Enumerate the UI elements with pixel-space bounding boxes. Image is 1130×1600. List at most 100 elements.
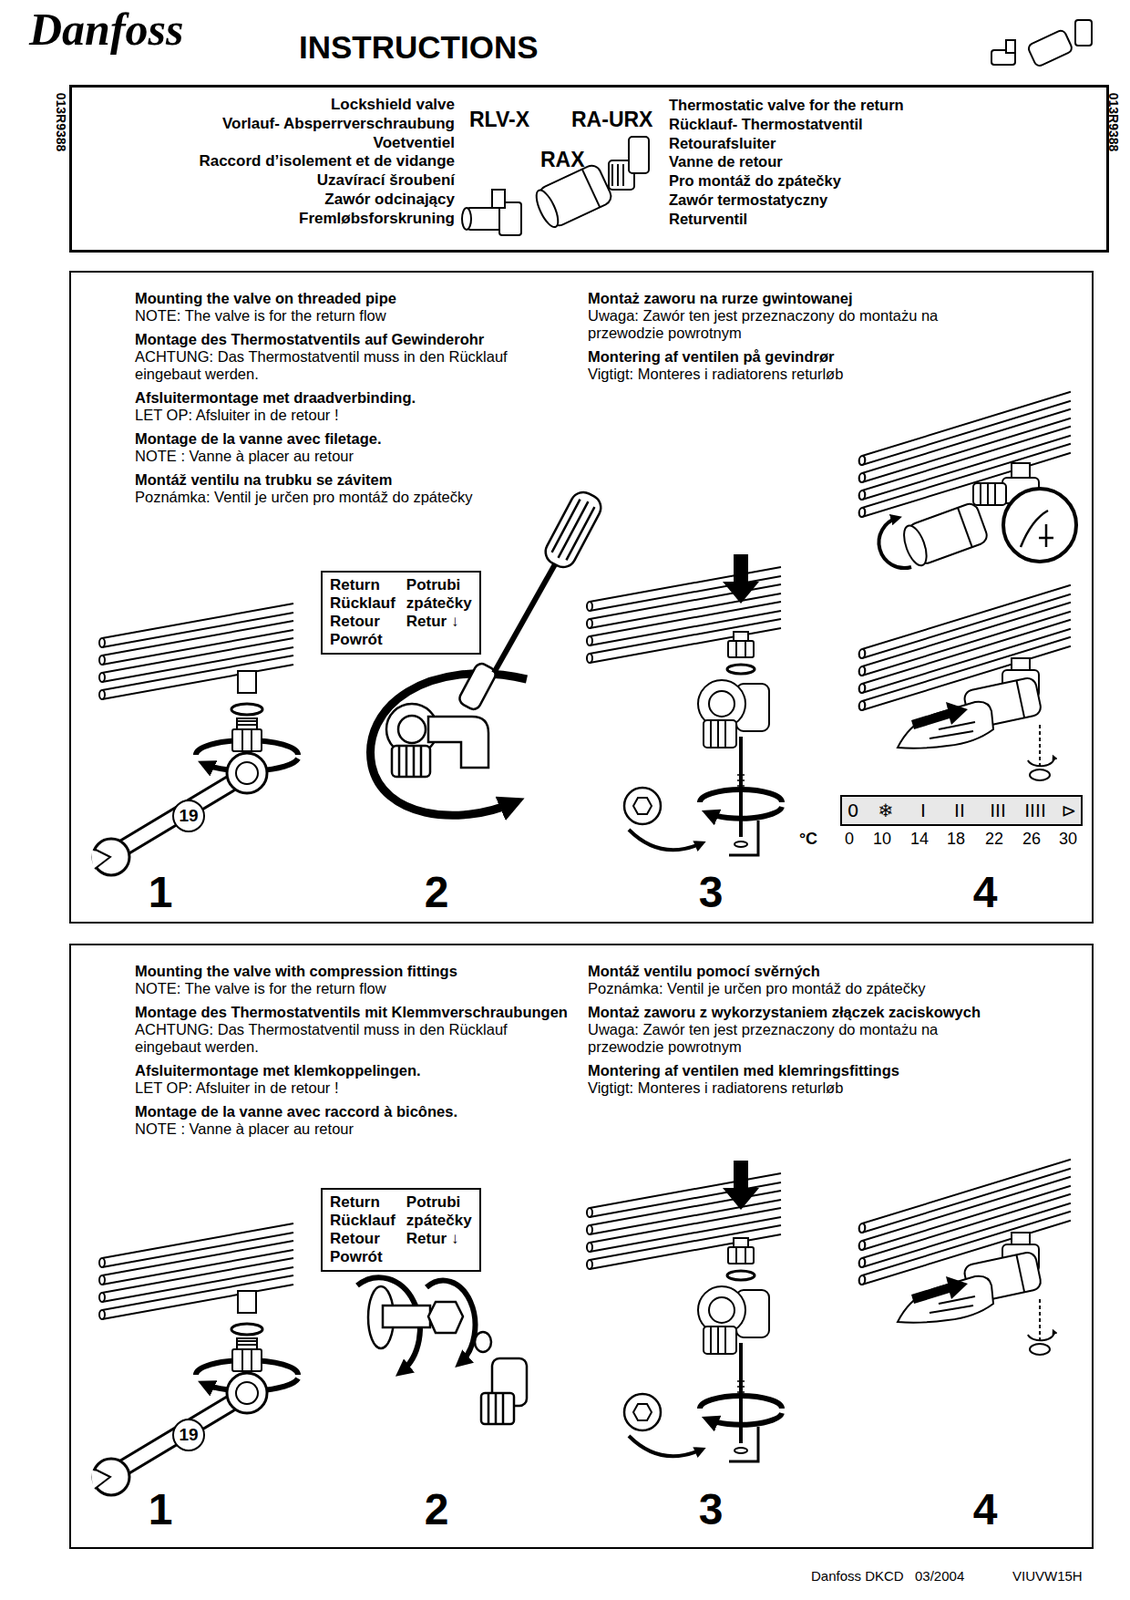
note-text: LET OP: Afsluiter in de retour ! — [134, 406, 573, 424]
scale-symbol: II — [954, 800, 966, 821]
heading-text: Afsluitermontage met draadverbinding. — [134, 389, 573, 407]
illustration-part — [1027, 756, 1054, 766]
illustration-part — [859, 1159, 1071, 1355]
illustration-part — [231, 670, 263, 751]
temperature-value: 18 — [946, 829, 966, 848]
instruction-panel: Mounting the valve on threaded pipeNOTE:… — [69, 270, 1094, 924]
illustration-part — [897, 657, 1043, 749]
heading-text: Montage de la vanne avec raccord à bicôn… — [134, 1102, 573, 1120]
return-text: Potrubi zpátečky Retur ↓ — [406, 1192, 473, 1266]
step-number: 3 — [698, 1486, 724, 1532]
illustration-part — [733, 631, 749, 641]
note-text: Poznámka: Ventil je určen pro montáž do … — [587, 979, 1007, 997]
illustration-part — [399, 745, 422, 777]
illustration-part — [91, 849, 112, 870]
illustration-part — [232, 729, 262, 751]
illustration-part — [93, 848, 111, 869]
heading-text: Montáž ventilu na trubku se závitem — [134, 471, 573, 489]
illustration-part — [1038, 724, 1041, 766]
illustration-part — [899, 501, 989, 568]
illustration-part — [899, 522, 932, 568]
illustration-part — [911, 701, 968, 730]
step-number: 2 — [424, 1486, 450, 1532]
return-label-box: Return Rücklauf Retour PowrótPotrubi zpá… — [320, 570, 482, 655]
illustration-part — [1027, 29, 1074, 68]
heading-text: Montering af ventilen med klemringsfitti… — [587, 1061, 1007, 1079]
illustration-part — [628, 136, 649, 174]
step-drawing — [91, 603, 298, 875]
illustration-part — [391, 745, 431, 777]
header-pictures — [462, 20, 1092, 236]
model-name: RA-URX — [571, 107, 653, 132]
illustration-part — [488, 1392, 504, 1424]
note-text: NOTE : Vanne à placer au retour — [134, 1119, 573, 1138]
header-text: Vanne de retour — [668, 152, 783, 171]
illustration-part — [236, 720, 257, 725]
illustration-part — [532, 187, 563, 231]
illustration-part — [973, 482, 1007, 505]
temperature-unit: °C — [799, 829, 818, 848]
illustration-part — [551, 497, 596, 562]
illustration-part — [1027, 29, 1074, 68]
text-column: Montaż zaworu na rurze gwintowanejUwaga:… — [587, 289, 1007, 383]
note-text: LET OP: Afsluiter in de retour ! — [134, 1078, 573, 1097]
callout-number: 19 — [178, 1425, 198, 1444]
illustration-part — [722, 554, 760, 604]
illustration-part — [582, 169, 600, 208]
step-number: 4 — [973, 1486, 998, 1532]
illustration-part — [370, 673, 527, 815]
wrench-size-circle: 19 — [172, 1417, 206, 1451]
return-label-box: Return Rücklauf Retour PowrótPotrubi zpá… — [320, 1187, 482, 1272]
temperature-value: 0 — [844, 829, 854, 848]
note-text: NOTE : Vanne à placer au retour — [134, 447, 573, 465]
illustration-part — [91, 1222, 298, 1495]
page-title: INSTRUCTIONS — [298, 29, 539, 66]
temperature-value: 26 — [1022, 829, 1041, 848]
illustration-part — [1016, 679, 1025, 718]
header-text: Vorlauf- Absperrverschraubung — [71, 114, 455, 134]
note-text: NOTE: The valve is for the return flow — [134, 307, 573, 325]
illustration-part — [929, 721, 976, 739]
illustration-part — [612, 164, 624, 186]
temperature-value: 10 — [873, 829, 892, 848]
illustration-part — [729, 820, 759, 855]
illustration-part — [586, 1160, 782, 1461]
return-text: Potrubi zpátečky Retur ↓ — [406, 575, 473, 649]
illustration-part — [628, 829, 702, 850]
illustration-part — [368, 1285, 527, 1424]
text-column: Mounting the valve with compression fitt… — [134, 962, 573, 1138]
illustration-part — [727, 664, 755, 674]
step-drawing — [357, 1276, 527, 1424]
note-text: Poznámka: Ventil je určen pro montáž do … — [134, 488, 573, 506]
document-code: 013R9388 — [53, 92, 69, 153]
illustration-part — [541, 487, 606, 572]
illustration-part — [426, 1280, 475, 1363]
scale-symbol: IIII — [1024, 800, 1047, 821]
header-text: Voetventiel — [71, 133, 455, 153]
illustration-part — [737, 774, 745, 791]
header-text: Rücklauf- Thermostatventil — [668, 114, 863, 134]
illustration-part — [120, 783, 230, 850]
heading-text: Montering af ventilen på gevindrør — [587, 348, 1007, 366]
wrench-size-circle: 19 — [172, 799, 206, 833]
illustration-part — [236, 718, 257, 730]
header-text: Zawór odcinający — [71, 190, 455, 209]
illustration-part — [708, 690, 735, 717]
header-text: Pro montáž do zpátečky — [668, 171, 842, 190]
illustration-part — [237, 670, 257, 693]
illustration-part — [859, 585, 1071, 711]
illustration-part — [710, 719, 726, 748]
illustration-part — [1006, 40, 1016, 53]
header-text: Retourafsluiter — [668, 133, 776, 153]
heading-text: Montage des Thermostatventils mit Klemmv… — [134, 1003, 573, 1021]
scale-symbol: ❄ — [878, 800, 894, 821]
step-drawing — [859, 391, 1077, 569]
footer-text: 03/2004 — [914, 1567, 965, 1584]
note-text: Vigtigt: Monteres i radiatorens returløb — [587, 365, 1007, 383]
illustration-part — [739, 736, 743, 837]
illustration-part — [897, 701, 994, 749]
step-drawing — [586, 554, 782, 855]
footer-text: VIUVW15H — [1012, 1567, 1083, 1584]
brand-logo: Danfoss — [29, 3, 184, 55]
